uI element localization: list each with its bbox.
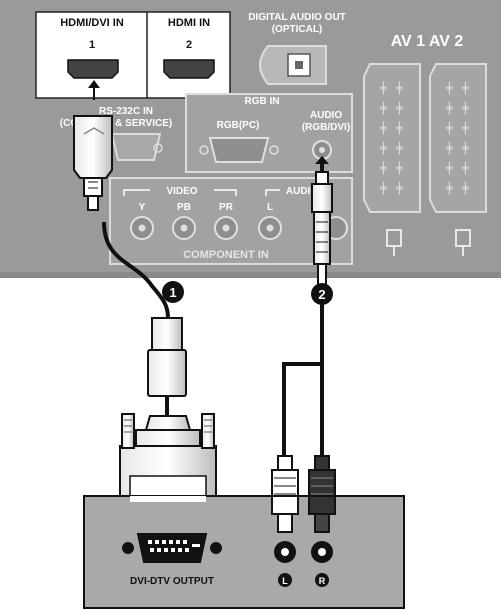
hdmi-port-2-number: 2 — [186, 39, 192, 51]
hdmi-in-label: HDMI IN — [168, 17, 210, 29]
svg-text:╪: ╪ — [445, 181, 453, 195]
optical-label-line2: (OPTICAL) — [272, 24, 323, 35]
svg-text:╪: ╪ — [379, 121, 387, 135]
hdmi-port-2[interactable] — [163, 59, 215, 79]
audio-rgb-label-line2: (RGB/DVI) — [302, 122, 350, 133]
right-marker: R — [319, 576, 326, 586]
hdmi-input-box — [35, 11, 231, 99]
hdmi-dvi-cable — [73, 115, 217, 503]
optical-label-line1: DIGITAL AUDIO OUT — [248, 12, 346, 23]
svg-text:╪: ╪ — [445, 141, 453, 155]
svg-text:╪: ╪ — [395, 101, 403, 115]
scart-av2-port[interactable]: ╪ ╪ ╪ ╪ ╪ ╪ ╪ ╪ ╪ ╪ ╪ ╪ — [429, 63, 487, 213]
rgb-pc-port[interactable] — [208, 137, 270, 163]
svg-text:╪: ╪ — [379, 181, 387, 195]
hdmi-port-1[interactable] — [67, 59, 119, 79]
hdmi-plug — [73, 115, 113, 179]
step-1-marker: 1 — [162, 281, 184, 303]
rs232-label-line1: RS-232C IN — [99, 106, 153, 117]
svg-text:╪: ╪ — [445, 101, 453, 115]
svg-text:╪: ╪ — [461, 161, 469, 175]
svg-text:╪: ╪ — [461, 181, 469, 195]
svg-text:╪: ╪ — [379, 81, 387, 95]
hdmi-dvi-in-label: HDMI/DVI IN — [60, 17, 124, 29]
hdmi-arrow-icon — [88, 80, 100, 100]
audio-group-label: AUDIO — [286, 186, 318, 197]
left-marker: L — [282, 576, 288, 586]
rgb-in-label: RGB IN — [245, 96, 280, 107]
rgb-pc-label: RGB(PC) — [217, 120, 260, 131]
jack-pr-label: PR — [219, 202, 234, 213]
video-group-label: VIDEO — [166, 186, 197, 197]
svg-text:╪: ╪ — [395, 141, 403, 155]
dvi-plug — [144, 415, 192, 431]
scart-av1-port[interactable]: ╪ ╪ ╪ ╪ ╪ ╪ ╪ ╪ ╪ ╪ ╪ ╪ — [363, 63, 421, 213]
tv-back-panel: HDMI/DVI IN 1 HDMI IN 2 DIGITAL AUDIO OU… — [0, 0, 501, 278]
svg-text:╪: ╪ — [379, 141, 387, 155]
svg-text:╪: ╪ — [445, 121, 453, 135]
hdmi-port-1-number: 1 — [89, 39, 95, 51]
svg-text:╪: ╪ — [445, 161, 453, 175]
svg-text:╪: ╪ — [379, 101, 387, 115]
audio-rgb-label-line1: AUDIO — [310, 110, 342, 121]
usb-service-icon — [386, 229, 471, 256]
jack-y-label: Y — [139, 202, 146, 213]
jack-pb-label: PB — [177, 202, 191, 213]
svg-text:╪: ╪ — [395, 181, 403, 195]
svg-text:╪: ╪ — [395, 161, 403, 175]
source-device: DVI-DTV OUTPUT L R — [83, 495, 405, 609]
av-label: AV 1 AV 2 — [391, 33, 464, 50]
component-in-label: COMPONENT IN — [183, 249, 269, 261]
rs232-label-line2: (CONTROL & SERVICE) — [60, 118, 172, 129]
svg-text:1: 1 — [169, 285, 176, 300]
svg-text:╪: ╪ — [445, 81, 453, 95]
svg-text:╪: ╪ — [461, 81, 469, 95]
rs232-port[interactable] — [110, 133, 162, 161]
svg-text:╪: ╪ — [461, 121, 469, 135]
svg-text:╪: ╪ — [395, 121, 403, 135]
svg-text:╪: ╪ — [461, 101, 469, 115]
svg-text:╪: ╪ — [395, 81, 403, 95]
jack-l-label: L — [267, 202, 273, 213]
svg-text:╪: ╪ — [379, 161, 387, 175]
svg-text:╪: ╪ — [461, 141, 469, 155]
audio-plug-top-arrow-icon — [315, 156, 329, 172]
svg-text:2: 2 — [318, 287, 325, 302]
dvi-dtv-output-label: DVI-DTV OUTPUT — [130, 576, 214, 587]
step-2-marker: 2 — [311, 283, 333, 305]
